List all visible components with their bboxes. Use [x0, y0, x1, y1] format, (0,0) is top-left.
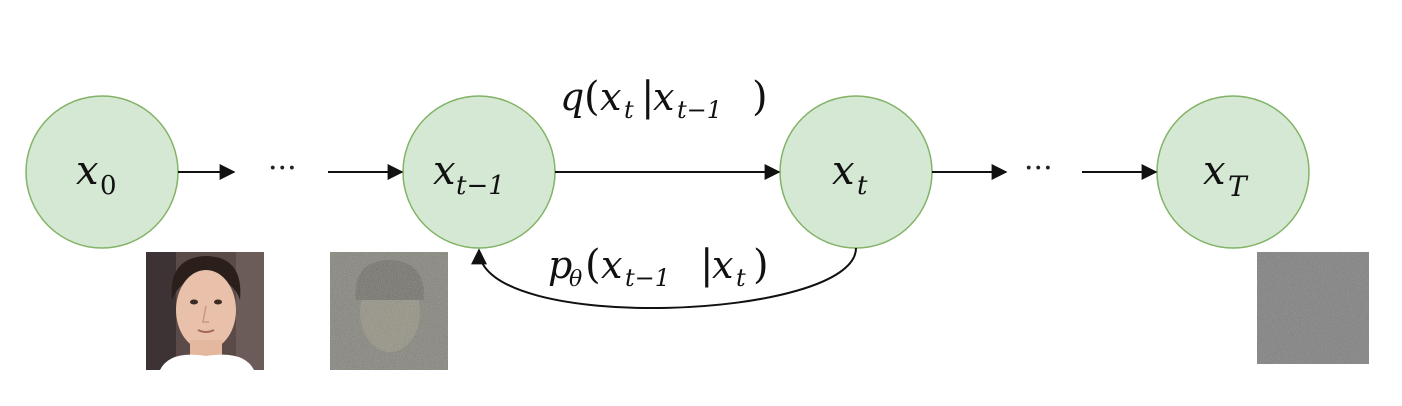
node-xtm1-sub: t−1	[456, 171, 505, 201]
forward-cond-base: x	[653, 75, 674, 119]
reverse-process-label: p θ ( x t−1 | x t )	[548, 242, 769, 292]
face-image	[146, 252, 264, 370]
node-xt-base: x	[832, 148, 855, 194]
node-xt-circle	[779, 95, 933, 249]
node-x0-sub: 0	[100, 171, 117, 201]
forward-process-label: q ( x t | x t−1 )	[560, 74, 768, 124]
gaussian-noise-overlay	[1257, 252, 1369, 364]
forward-fn: q	[560, 75, 584, 119]
node-xT: x T	[1156, 95, 1310, 249]
reverse-close-paren: )	[753, 242, 769, 288]
reverse-fn-sub: θ	[569, 267, 582, 292]
node-xt: x t	[779, 95, 933, 249]
reverse-fn: p	[548, 243, 572, 287]
node-xt-sub: t	[857, 171, 868, 201]
noisy-face-image	[330, 252, 448, 370]
ellipsis-left: ···	[268, 151, 297, 186]
node-x0: x 0	[25, 95, 179, 249]
forward-bar: |	[641, 74, 654, 120]
reverse-cond-sub: t	[736, 264, 746, 292]
forward-open-paren: (	[584, 74, 600, 120]
node-xT-sub: T	[1228, 170, 1249, 203]
face-image-shadow-left	[146, 252, 176, 370]
forward-close-paren: )	[752, 74, 768, 120]
face-right-eye	[214, 299, 222, 305]
forward-arg-sub: t	[624, 96, 634, 124]
noisy-face-noise-overlay	[330, 252, 448, 370]
face-left-eye	[190, 299, 198, 305]
forward-cond-sub: t−1	[677, 96, 722, 124]
face-nose	[202, 305, 209, 323]
face-image-shadow-right	[236, 252, 264, 370]
face-hair	[171, 256, 241, 300]
ellipsis-right: ···	[1024, 151, 1053, 186]
reverse-cond-base: x	[712, 243, 733, 287]
node-x0-base: x	[76, 148, 99, 194]
node-xT-base: x	[1203, 148, 1226, 194]
gaussian-noise-image	[1257, 252, 1369, 364]
node-xtm1-base: x	[433, 148, 456, 194]
reverse-arg-base: x	[601, 243, 622, 287]
node-xtm1: x t−1	[402, 95, 556, 249]
reverse-arg-sub: t−1	[625, 264, 670, 292]
face-mouth	[197, 329, 215, 333]
forward-arg-base: x	[600, 75, 621, 119]
reverse-edge-xt-to-xtm1	[471, 247, 857, 309]
reverse-open-paren: (	[585, 242, 601, 288]
face-shirt	[160, 354, 254, 370]
reverse-bar: |	[700, 242, 713, 288]
